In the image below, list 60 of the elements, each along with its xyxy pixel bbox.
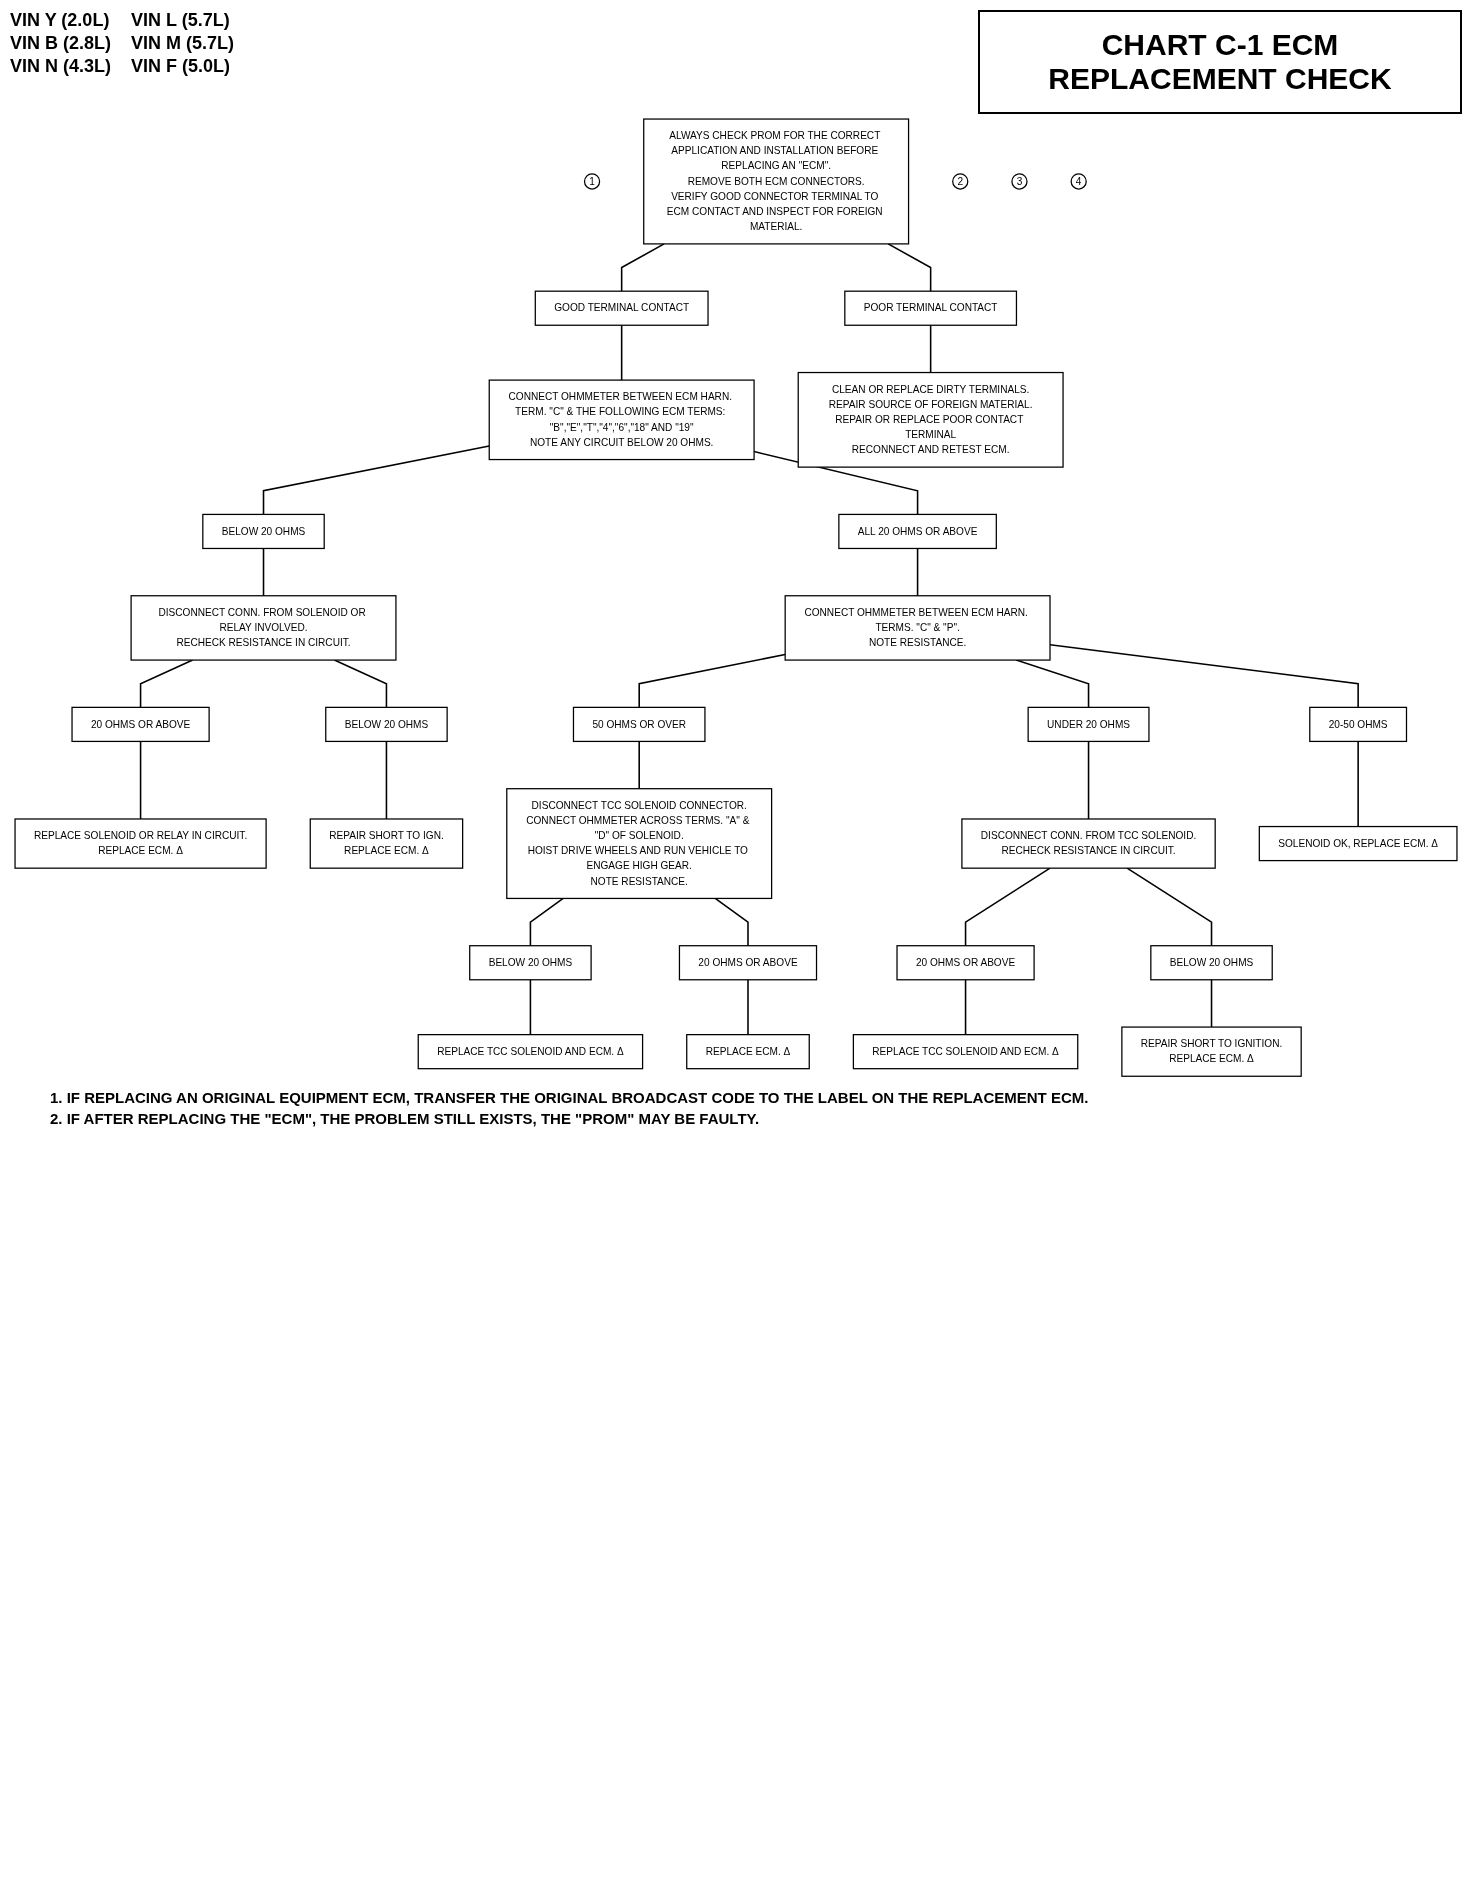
connector [638, 653, 786, 709]
connector [620, 243, 665, 292]
node-box: DISCONNECT CONN. FROM TCC SOLENOID. RECHECK RESISTANCE IN CIRCUIT. [961, 818, 1216, 869]
node-box: CLEAN OR REPLACE DIRTY TERMINALS. REPAIR SOURCE OF FOREIGN MATERIAL. REPAIR OR REPLACE POOR CONTACT TERMINAL RECONNECT AND RETEST ECM. [797, 371, 1064, 468]
node-box: DISCONNECT TCC SOLENOID CONNECTOR. CONNECT OHMMETER ACROSS TERMS. "A" & "D" OF SOLENOID. HOIST DRIVE WHEELS AND RUN VEHICLE TO ENGAGE HIGH GEAR. NOTE RESISTANCE. [506, 788, 773, 900]
node-box: 20 OHMS OR ABOVE [71, 706, 210, 743]
engine-code-label: VIN N (4.3L) [10, 56, 111, 77]
node-box: CONNECT OHMMETER BETWEEN ECM HARN. TERM. "C" & THE FOLLOWING ECM TERMS: "B","E","T","4","6","18" AND "19" NOTE ANY CIRCUIT BELOW 20 OHMS. [488, 379, 755, 461]
connector [929, 324, 932, 374]
node-box: BELOW 20 OHMS [469, 945, 592, 981]
node-circle: 3 [1011, 173, 1028, 190]
connector [1126, 867, 1213, 947]
node-box: ALL 20 OHMS OR ABOVE [838, 513, 997, 550]
node-box: GOOD TERMINAL CONTACT [534, 290, 709, 326]
connector [620, 324, 623, 381]
connector [887, 243, 932, 292]
engine-code-label: VIN L (5.7L) [131, 10, 231, 31]
node-box: BELOW 20 OHMS [325, 706, 448, 743]
node-box: 20 OHMS OR ABOVE [678, 945, 818, 981]
connector [747, 979, 749, 1036]
engine-code-label: VIN B (2.8L) [10, 33, 111, 54]
node-box: REPAIR SHORT TO IGN. REPLACE ECM. Δ [309, 818, 464, 869]
node-box: BELOW 20 OHMS [1150, 945, 1273, 981]
connector [139, 740, 142, 820]
connector [1210, 979, 1213, 1028]
node-box: DISCONNECT CONN. FROM SOLENOID OR RELAY INVOLVED. RECHECK RESISTANCE IN CIRCUIT. [130, 595, 397, 661]
node-box: SOLENOID OK, REPLACE ECM. Δ [1258, 825, 1458, 862]
node-box: 20-50 OHMS [1309, 706, 1408, 743]
connector [529, 979, 532, 1036]
connector [385, 740, 388, 820]
node-box: REPLACE SOLENOID OR RELAY IN CIRCUIT. REPLACE ECM. Δ [14, 818, 267, 869]
connector [916, 547, 919, 597]
node-box: POOR TERMINAL CONTACT [844, 290, 1018, 326]
node-box: CONNECT OHMMETER BETWEEN ECM HARN. TERMS. "C" & "P". NOTE RESISTANCE. [784, 595, 1051, 661]
chart-title: CHART C-1 ECM REPLACEMENT CHECK [978, 10, 1462, 114]
node-box: UNDER 20 OHMS [1027, 706, 1150, 743]
node-box: REPLACE ECM. Δ [686, 1034, 810, 1070]
connector [529, 897, 564, 947]
node-box: ALWAYS CHECK PROM FOR THE CORRECT APPLICATION AND INSTALLATION BEFORE REPLACING AN "ECM". REMOVE BOTH ECM CONNECTORS. VERIFY GOOD CONNECTOR TERMINAL TO ECM CONTACT AND INSPECT FOR FOREIGN MATERIAL. [643, 118, 910, 245]
engine-code-label: VIN Y (2.0L) [10, 10, 111, 31]
node-box: 20 OHMS OR ABOVE [896, 945, 1035, 981]
connector [964, 979, 967, 1036]
engine-code-label: VIN F (5.0L) [131, 56, 232, 77]
connector [638, 740, 640, 790]
node-box: REPLACE TCC SOLENOID AND ECM. Δ [852, 1034, 1079, 1070]
node-circle: 1 [583, 173, 601, 190]
node-box: REPLACE TCC SOLENOID AND ECM. Δ [417, 1034, 644, 1070]
node-box: 50 OHMS OR OVER [572, 706, 706, 743]
node-circle: 2 [952, 173, 969, 190]
footnote: 1. IF REPLACING AN ORIGINAL EQUIPMENT ECM, TRANSFER THE ORIGINAL BROADCAST CODE TO THE LABEL ON THE REPLACEMENT ECM. [50, 1089, 1090, 1107]
connector [714, 897, 749, 947]
connector [262, 547, 265, 597]
connector [964, 867, 1051, 947]
node-box: BELOW 20 OHMS [202, 513, 325, 550]
connector [1087, 740, 1090, 820]
connector [1357, 740, 1359, 828]
footnote: 2. IF AFTER REPLACING THE "ECM", THE PROBLEM STILL EXISTS, THE "PROM" MAY BE FAULTY. [50, 1110, 761, 1128]
node-box: REPAIR SHORT TO IGNITION. REPLACE ECM. Δ [1121, 1026, 1302, 1077]
node-circle: 4 [1070, 173, 1087, 190]
engine-code-label: VIN M (5.7L) [131, 33, 235, 54]
